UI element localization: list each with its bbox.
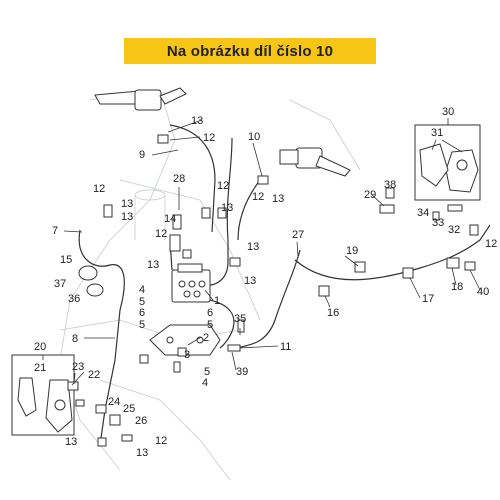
callout-13h: 13	[244, 275, 256, 287]
callout-8: 8	[72, 333, 78, 345]
callout-39: 39	[236, 366, 248, 378]
callout-21: 21	[34, 362, 46, 374]
callout-36: 36	[68, 293, 80, 305]
callout-12d: 12	[252, 191, 264, 203]
callout-25: 25	[123, 403, 135, 415]
callout-5: 5	[139, 296, 145, 308]
callout-23: 23	[72, 361, 84, 373]
callout-17: 17	[422, 293, 434, 305]
callout-24: 24	[108, 396, 120, 408]
callout-7: 7	[52, 225, 58, 237]
front-caliper	[11, 354, 75, 436]
callout-28: 28	[173, 173, 185, 185]
callout-27: 27	[292, 229, 304, 241]
callout-40: 40	[477, 286, 489, 298]
callout-2: 2	[203, 332, 209, 344]
callout-11: 11	[280, 341, 291, 353]
callout-31: 31	[431, 127, 443, 139]
callout-15: 15	[60, 254, 72, 266]
callout-32: 32	[448, 224, 460, 236]
callout-37: 37	[54, 278, 66, 290]
callout-6: 6	[139, 307, 145, 319]
callout-13g: 13	[147, 259, 159, 271]
callout-5c: 5	[207, 319, 213, 331]
callout-12: 12	[203, 132, 215, 144]
leader-lines	[42, 118, 481, 386]
callout-12c: 12	[217, 180, 229, 192]
rear-master-cylinder	[279, 147, 351, 177]
fittings	[67, 134, 479, 447]
callout-13d: 13	[221, 202, 233, 214]
callout-30: 30	[442, 106, 454, 118]
callout-13f: 13	[247, 241, 259, 253]
callout-13e: 13	[272, 193, 284, 205]
callout-12e: 12	[155, 228, 167, 240]
abs-module	[171, 263, 211, 303]
callout-12b: 12	[93, 183, 105, 195]
callout-13: 13	[191, 115, 203, 127]
callout-14: 14	[164, 213, 176, 225]
callout-12f: 12	[485, 238, 497, 250]
callout-1: 1	[214, 295, 220, 307]
callout-29: 29	[364, 189, 376, 201]
callout-12g: 12	[155, 435, 167, 447]
callout-13c: 13	[121, 211, 133, 223]
callout-4b: 4	[202, 377, 208, 389]
callout-9: 9	[139, 149, 145, 161]
callout-4: 4	[139, 284, 145, 296]
callout-5b: 5	[139, 319, 145, 331]
callout-22: 22	[88, 369, 100, 381]
callout-5d: 5	[204, 366, 210, 378]
callout-13i: 13	[65, 436, 77, 448]
callout-labels: 1 2 3 4 4 5 5 5 5 6 6 7 8 9 10 11 12 12 …	[34, 106, 497, 459]
callout-20: 20	[34, 341, 46, 353]
front-master-cylinder	[94, 87, 187, 111]
callout-33: 33	[432, 217, 444, 229]
rear-caliper	[414, 124, 481, 201]
callout-3: 3	[184, 349, 190, 361]
callout-10: 10	[248, 131, 260, 143]
callout-13j: 13	[136, 447, 148, 459]
title-banner: Na obrázku díl číslo 10	[124, 38, 376, 64]
callout-35: 35	[234, 313, 246, 325]
callout-38: 38	[384, 179, 396, 191]
abs-bracket	[149, 324, 221, 356]
callout-6b: 6	[207, 307, 213, 319]
callout-13b: 13	[121, 198, 133, 210]
callout-18: 18	[451, 281, 463, 293]
callout-19: 19	[346, 245, 358, 257]
callout-16: 16	[327, 307, 339, 319]
callout-34: 34	[417, 207, 429, 219]
title-text: Na obrázku díl číslo 10	[166, 42, 334, 60]
callout-26: 26	[135, 415, 147, 427]
